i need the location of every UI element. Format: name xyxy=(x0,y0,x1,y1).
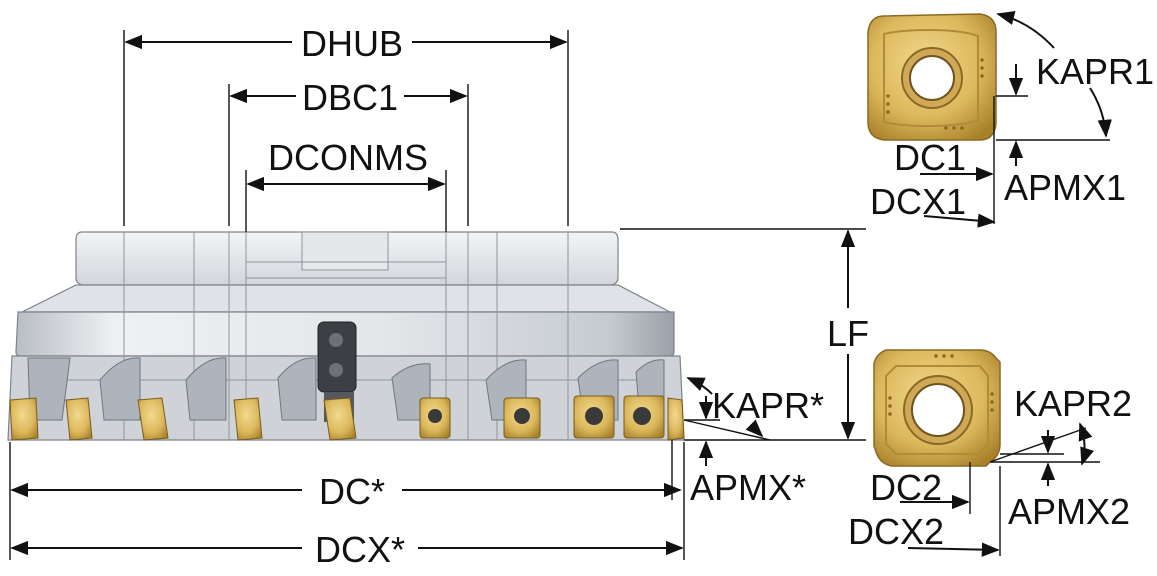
cutter-insert xyxy=(623,395,665,439)
label-kapr-star: KAPR* xyxy=(712,385,824,426)
label-dbc1: DBC1 xyxy=(302,77,398,118)
insert-1-detail xyxy=(867,13,997,141)
cutter-insert xyxy=(9,397,39,441)
label-dcx1: DCX1 xyxy=(870,181,966,222)
dimension-dhub: DHUB xyxy=(123,23,569,226)
label-lf: LF xyxy=(827,313,869,354)
cutter-insert xyxy=(65,397,93,441)
label-dconms: DCONMS xyxy=(268,137,428,178)
label-apmx1: APMX1 xyxy=(1004,167,1126,208)
cutter-insert xyxy=(667,397,685,441)
label-kapr2: KAPR2 xyxy=(1014,383,1132,424)
label-kapr1: KAPR1 xyxy=(1036,51,1154,92)
insert-2-hole xyxy=(911,383,965,437)
label-dc1: DC1 xyxy=(894,137,966,178)
dimension-kapr1: KAPR1 xyxy=(996,10,1154,141)
dimension-dc-star: DC* xyxy=(9,440,685,560)
label-dhub: DHUB xyxy=(301,23,403,64)
cutter-insert xyxy=(323,397,357,441)
cutter-insert xyxy=(419,397,451,439)
dimension-kapr-star: KAPR* xyxy=(683,377,824,441)
dimension-dcx-star: DCX* xyxy=(10,529,684,570)
insert-1-hole xyxy=(909,55,955,101)
cutter-insert xyxy=(233,397,263,441)
cutter-insert xyxy=(503,397,541,439)
label-apmx2: APMX2 xyxy=(1008,491,1130,532)
cutter-insert xyxy=(137,397,169,441)
label-dc-star: DC* xyxy=(319,471,385,512)
insert-2-detail xyxy=(873,349,1001,467)
cutter-cone xyxy=(21,284,671,313)
cutter-insert xyxy=(573,395,615,439)
dimension-lf: LF xyxy=(620,228,869,441)
dimension-dcx1: DCX1 xyxy=(870,181,996,228)
dimension-apmx-star: APMX* xyxy=(684,396,806,508)
dimension-apmx1: APMX1 xyxy=(996,64,1126,208)
dimension-dcx2: DCX2 xyxy=(848,466,1001,557)
cutter-body xyxy=(7,231,685,441)
label-apmx-star: APMX* xyxy=(690,467,806,508)
dimension-dc2: DC2 xyxy=(870,462,971,514)
label-dc2: DC2 xyxy=(870,467,942,508)
label-dcx-star: DCX* xyxy=(315,529,405,570)
dimension-kapr2: KAPR2 xyxy=(989,383,1132,466)
dimension-dconms: DCONMS xyxy=(245,137,447,232)
cutter-inserts xyxy=(9,395,685,441)
label-dcx2: DCX2 xyxy=(848,511,944,552)
dimension-apmx2: APMX2 xyxy=(1000,430,1130,532)
dimension-dbc1: DBC1 xyxy=(228,77,469,226)
dimension-dc1: DC1 xyxy=(894,96,995,224)
